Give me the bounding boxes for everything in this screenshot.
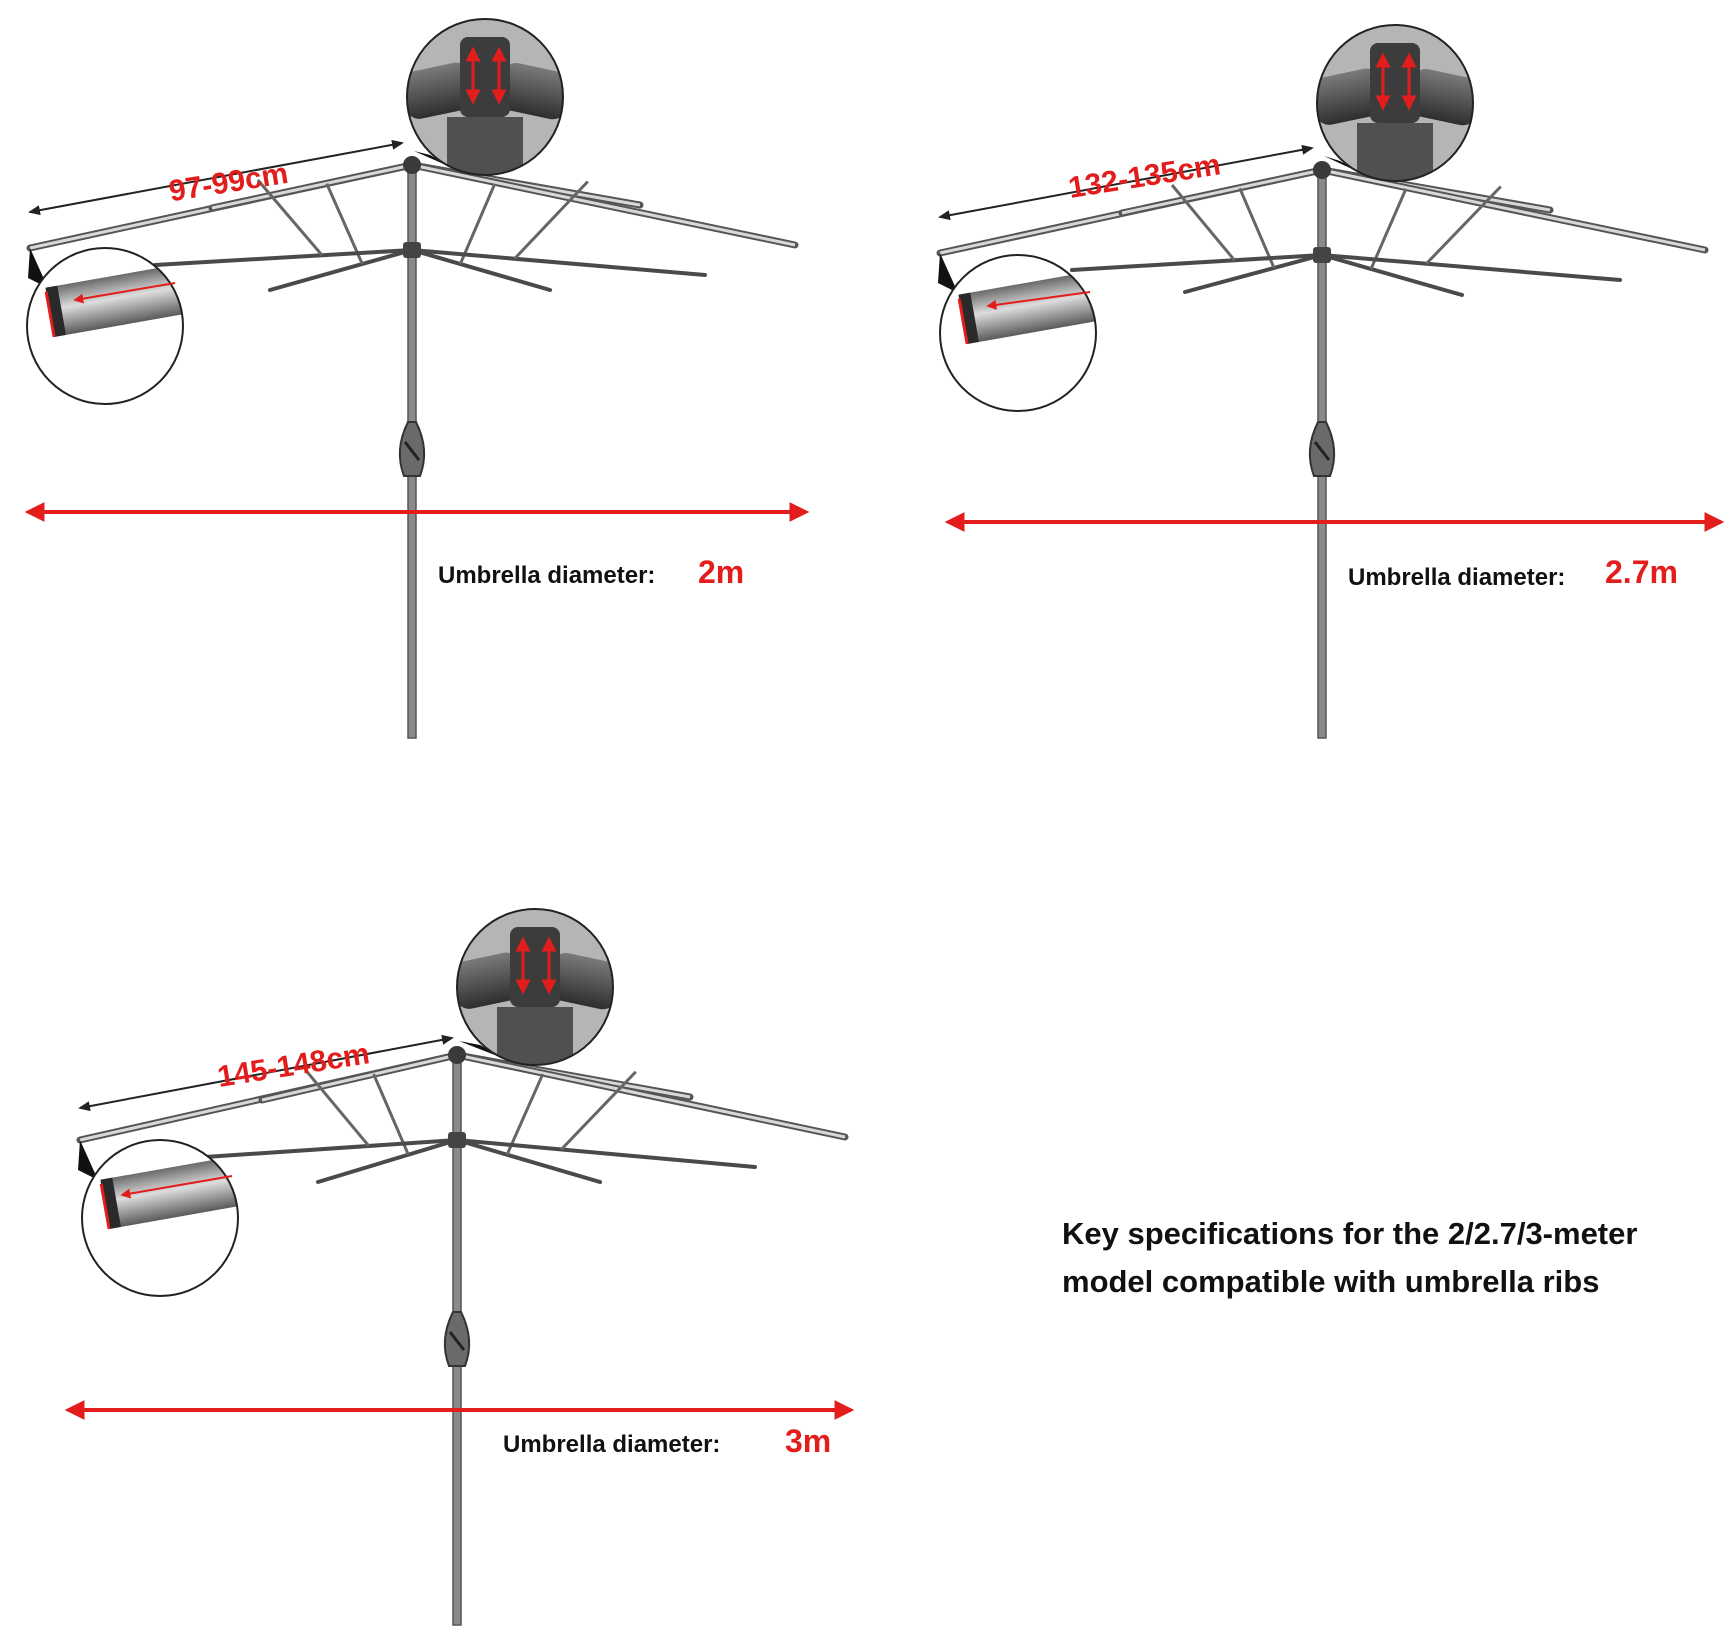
umbrella-brace [1425,185,1502,265]
zoom-rib-right [1407,68,1473,126]
zoom-rib-right [547,952,613,1010]
zoom-rib-end-cap [958,292,979,344]
umbrella-strut [410,248,552,292]
diameter-label: Umbrella diameter: [1348,564,1565,591]
zoom-bubble-content [407,19,563,175]
umbrella-strut [1070,253,1324,272]
rib-length-arrow [28,139,404,216]
zoom-rib-left [407,62,475,119]
specification-caption: Key specifications for the 2/2.7/3-meter… [1062,1210,1702,1306]
rib-length-arrow [78,1034,454,1112]
zoom-bubble-border [939,254,1097,412]
zoom-bubble-border [456,908,614,1066]
crank-handle-grip [1313,441,1331,461]
umbrella-brace [1238,187,1276,269]
zoom-hub-base [1357,123,1433,181]
umbrella-hub [448,1046,466,1064]
umbrella-strut [1320,253,1464,297]
rib-length-label: 97-99cm [167,157,291,208]
diameter-label: Umbrella diameter: [438,562,655,589]
umbrella-rib-highlight [1321,168,1706,252]
umbrella-collar [1313,247,1331,263]
umbrella-brace [505,1073,545,1156]
umbrella-hub [1313,161,1331,179]
rib-end-measure-arrow [986,291,1091,310]
rib-end-zoom-bubble [81,1139,239,1297]
rib-length-arrow [938,144,1314,221]
umbrella-rib-highlight [456,1053,846,1139]
zoom-rib-left [457,952,525,1009]
zoom-hub-block [510,927,560,1007]
crank-handle-grip [448,1331,466,1351]
zoom-hub-base [497,1007,573,1065]
umbrella-collar [403,242,421,258]
umbrella-strut [1183,253,1324,294]
umbrella-brace [458,183,497,265]
zoom-pointer [938,253,958,293]
zoom-rib-end-mark [99,1183,111,1230]
umbrella-rib-highlight [411,163,796,247]
diameter-value: 2m [698,554,744,590]
zoom-rib-left [1317,68,1385,125]
zoom-bubble-content [457,909,613,1065]
rib-end-zoom-bubble [26,247,184,405]
umbrella-strut [316,1138,459,1184]
rib-length-label: 145-148cm [215,1037,372,1094]
umbrella-brace [513,180,589,260]
hub-zoom-bubble [1316,24,1474,182]
umbrella-strut [455,1138,602,1184]
diameter-value: 2.7m [1605,554,1678,590]
umbrella-strut [153,248,414,267]
zoom-rib-end-mark [957,298,969,345]
diameter-label: Umbrella diameter: [503,1431,720,1458]
zoom-hub-block [460,37,510,117]
zoom-bubble-border [81,1139,239,1297]
zoom-rib-end-cap [45,285,66,337]
zoom-bubble-content [1317,25,1473,181]
umbrella-strut [268,248,414,292]
zoom-rib-end-mark [44,291,56,338]
umbrella-collar [448,1132,466,1148]
rib-end-measure-arrow [120,1175,233,1199]
rib-end-zoom-bubble [939,254,1097,412]
umbrella-strut [410,248,707,277]
zoom-bubble-border [26,247,184,405]
crank-handle-grip [403,441,421,461]
umbrella-hub [403,156,421,174]
zoom-rib-right [497,62,563,120]
zoom-hub-block [1370,43,1420,123]
umbrella-strut [1320,253,1622,282]
zoom-bubble-border [1316,24,1474,182]
caption-line-1: Key specifications for the 2/2.7/3-meter [1062,1216,1638,1251]
hub-zoom-bubble [406,18,564,176]
umbrella-strut [203,1138,459,1159]
zoom-hub-base [447,117,523,175]
hub-zoom-bubble [456,908,614,1066]
umbrella-strut [455,1138,757,1169]
zoom-pointer [78,1140,98,1180]
caption-line-2: model compatible with umbrella ribs [1062,1264,1600,1299]
zoom-pointer [459,1041,505,1059]
zoom-rib-end-cap [100,1177,121,1229]
diameter-value: 3m [785,1423,831,1459]
zoom-bubble-border [406,18,564,176]
rib-end-measure-arrow [73,282,176,304]
umbrella-brace [560,1070,637,1151]
umbrella-brace [1369,188,1408,270]
